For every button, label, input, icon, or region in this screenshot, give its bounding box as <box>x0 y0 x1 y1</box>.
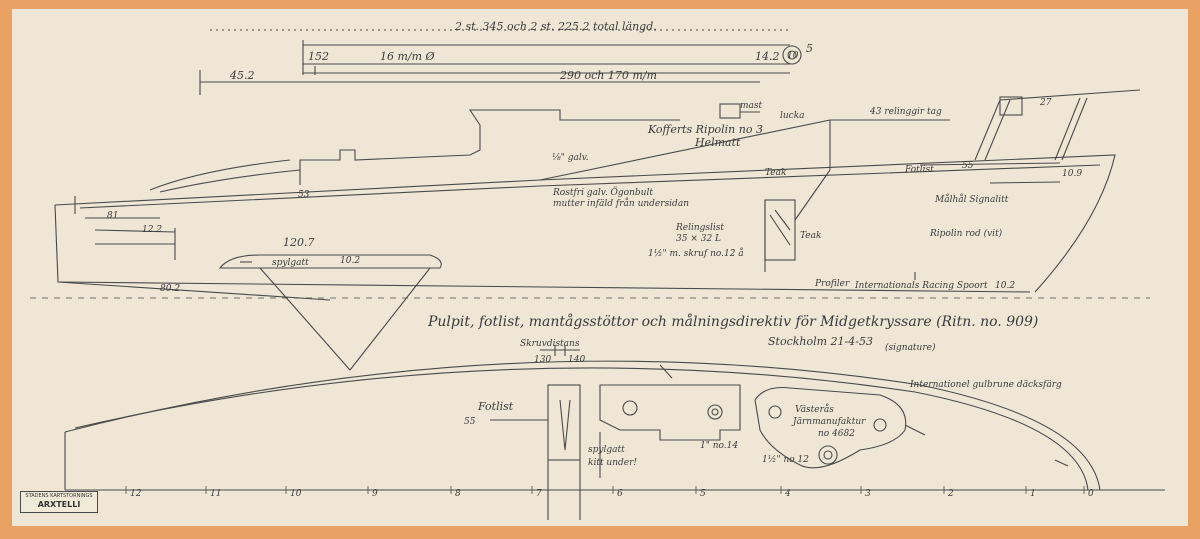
dim-120: 120.7 <box>283 236 315 249</box>
dim-55: 55 <box>464 417 476 427</box>
stamp-line-2: ARXTELLI <box>37 500 81 509</box>
dim-81: 81 <box>107 211 118 221</box>
label-fotlist-deck: Fotlist <box>477 400 514 413</box>
label-vasteras-3: no 4682 <box>818 429 855 439</box>
hull-profile <box>30 89 1150 371</box>
label-galv: ⅛" galv. <box>552 153 589 163</box>
label-fotlist: Fotlist <box>904 165 934 175</box>
station-number: 4 <box>784 489 791 499</box>
label-ripolin: Ripolin rod (vit) <box>929 228 1003 239</box>
dim-16: 16 m/m Ø <box>380 50 436 63</box>
label-teak-2: Teak <box>800 231 821 241</box>
label-relingslist-2: 35 × 32 L <box>676 234 721 244</box>
dim-10: 10 <box>787 51 799 61</box>
label-spylgatt-2: spylgatt <box>588 445 625 455</box>
station-number: 8 <box>455 489 461 499</box>
label-kitt-under: kitt under! <box>588 458 637 468</box>
label-vasteras-1: Västerås <box>795 403 834 415</box>
dim-122: 12.2 <box>142 225 162 235</box>
label-relinggir: 43 relinggir tag <box>869 107 942 117</box>
label-no12: 1½" no 12 <box>762 454 809 465</box>
place-date: Stockholm 21-4-53 <box>768 335 873 348</box>
dim-80: 80.2 <box>160 284 180 294</box>
drawing-title: Pulpit, fotlist, mantågsstöttor och måln… <box>427 313 1038 330</box>
label-racing: Internationals Racing Spoort <box>854 281 988 291</box>
label-skruvdistans: Skruvdistans <box>520 339 580 349</box>
dim-140: 140 <box>568 355 585 365</box>
dim-27: 27 <box>1039 98 1052 108</box>
label-koffert-1: Kofferts Ripolin no 3 <box>647 123 763 136</box>
label-teak-1: Teak <box>765 168 786 178</box>
stamp-line-1: STADENS KARTSTORNINGS <box>25 493 93 499</box>
station-number: 0 <box>1088 489 1094 499</box>
dim-130: 130 <box>534 355 551 365</box>
label-no14: 1" no.14 <box>700 441 738 451</box>
dim-452: 45.2 <box>229 69 255 82</box>
station-number: 6 <box>617 489 623 499</box>
label-koffert-2: Helmatt <box>694 136 741 149</box>
station-number: 11 <box>210 489 221 499</box>
station-number: 9 <box>372 489 378 499</box>
station-number: 5 <box>700 489 706 499</box>
dim-102b: 10.2 <box>995 281 1015 291</box>
dim-109: 10.9 <box>1062 169 1082 179</box>
label-rostfri-2: mutter infäld från undersidan <box>553 197 689 209</box>
dim-5: 5 <box>806 42 813 55</box>
label-malhal: Målhål Signalitt <box>934 193 1009 205</box>
station-number: 3 <box>865 489 871 499</box>
stanchion-bar-detail <box>199 29 802 95</box>
station-number: 10 <box>290 489 302 499</box>
station-number: 7 <box>536 489 542 499</box>
label-spylgatt-1: spylgatt <box>272 258 309 268</box>
label-relingslist-1: Relingslist <box>675 223 724 233</box>
deck-plan <box>64 345 1165 520</box>
dim-152: 152 <box>308 50 329 63</box>
dim-55a: 55 <box>962 161 974 171</box>
label-relingslist-3: 1½" m. skruf no.12 å <box>648 247 744 259</box>
station-number: 12 <box>130 489 142 499</box>
label-mast: mast <box>740 101 763 111</box>
label-internationel: Internationel gulbrune däcksfärg <box>909 380 1062 390</box>
dim-142: 14.2 <box>755 50 780 63</box>
dim-102a: 10.2 <box>340 256 360 266</box>
dim-53: 53 <box>298 190 310 200</box>
label-vasteras-2: Järnmanufaktur <box>791 417 866 427</box>
signature: (signature) <box>885 342 936 353</box>
station-number: 2 <box>947 489 954 499</box>
label-profiler: Profiler <box>814 279 850 289</box>
dim-290: 290 och 170 m/m <box>559 69 657 82</box>
archive-stamp: STADENS KARTSTORNINGS ARXTELLI <box>20 491 98 513</box>
station-number: 1 <box>1030 489 1036 499</box>
label-lucka: lucka <box>780 111 805 121</box>
annotations: 2 st. 345 och 2 st. 225.2 total längd. 1… <box>107 20 1082 468</box>
label-rostfri-1: Rostfri galv. Ögonbult <box>552 186 653 198</box>
top-heading: 2 st. 345 och 2 st. 225.2 total längd. <box>454 20 657 33</box>
